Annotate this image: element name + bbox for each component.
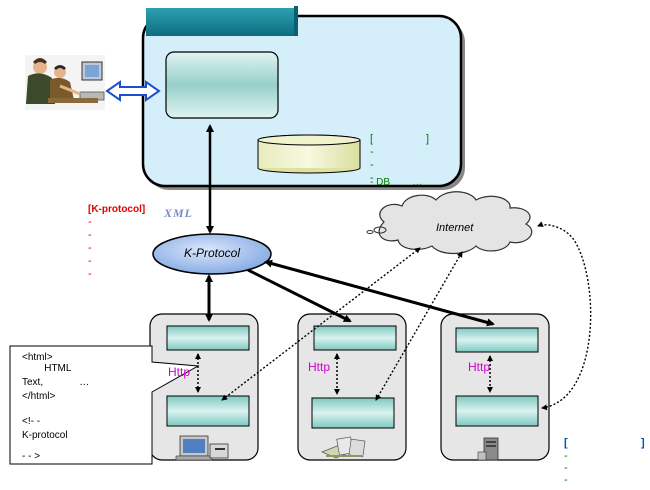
db-notes-bracket-open: [ (370, 133, 374, 145)
client-notes-line: - (564, 462, 568, 474)
client3-bottom-box (455, 395, 539, 427)
callout-line: - - > (22, 451, 41, 462)
kprotocol-notes-line: - (88, 268, 92, 280)
documents-icon (321, 436, 366, 459)
kprotocol-notes-header: [K-protocol] (88, 204, 146, 215)
xml-label: XML (164, 206, 194, 220)
db-notes-line: - (370, 146, 374, 158)
user-server-double-arrow (105, 80, 161, 102)
callout-line: <html> (22, 352, 53, 363)
db-notes-line: - (370, 172, 374, 184)
desktop-computer-icon (175, 435, 229, 461)
database-cylinder (257, 134, 361, 174)
user-figure-icon (25, 55, 105, 110)
client-notes-line: - (564, 450, 568, 462)
callout-line: Text, … (22, 377, 90, 388)
server-tower-icon (477, 437, 499, 461)
kprotocol-notes-line: - (88, 242, 92, 254)
db-notes-line: - DB … (370, 177, 423, 188)
kprotocol-hub-label: K-Protocol (183, 246, 241, 260)
callout-line: K-protocol (22, 430, 68, 441)
client2-http-label: Http (308, 360, 331, 374)
internet-label: Internet (436, 222, 474, 234)
kprotocol-notes-line: - (88, 229, 92, 241)
kprotocol-notes-line: - (88, 255, 92, 267)
client1-bottom-box (166, 395, 250, 427)
client2-bottom-box (311, 397, 395, 429)
html-callout (9, 345, 200, 465)
server-main-box (165, 51, 279, 119)
client3-top-box (455, 327, 539, 353)
client1-http-label: Http (168, 365, 191, 379)
server-tab (146, 8, 298, 36)
db-notes-line: - (370, 159, 374, 171)
db-notes-bracket-close: ] (426, 133, 430, 145)
callout-line: <!- - (22, 416, 41, 427)
client-notes-bracket-close: ] (641, 437, 645, 449)
kprotocol-notes-line: - (88, 216, 92, 228)
client-notes-bracket-open: [ (564, 437, 568, 449)
client3-http-label: Http (468, 360, 491, 374)
client-notes-line: - (564, 474, 568, 486)
client2-top-box (313, 325, 397, 351)
callout-line: HTML (22, 363, 72, 374)
hub-client2-arrow (247, 268, 352, 323)
callout-line: </html> (22, 391, 56, 402)
client1-top-box (166, 325, 250, 351)
